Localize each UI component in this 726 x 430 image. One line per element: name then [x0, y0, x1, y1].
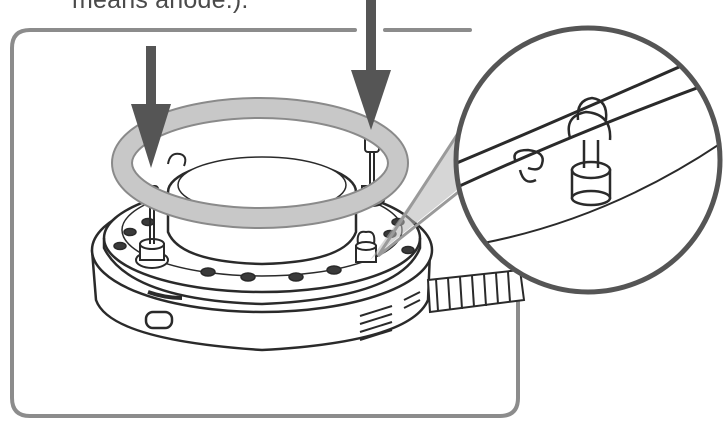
caption-text: means anode.).: [72, 0, 249, 14]
top-clip: [167, 152, 187, 167]
front-slot: [147, 290, 183, 300]
plate-holes: [113, 217, 415, 282]
power-switch: [144, 310, 174, 330]
cable: [426, 268, 526, 314]
clip-post: [355, 230, 377, 263]
right-arrow: [351, 0, 391, 130]
zoom-detail: [456, 28, 720, 292]
sensor-ring: [111, 97, 409, 229]
left-arrow: [131, 46, 171, 168]
frame-border: [10, 28, 520, 418]
zoom-circle: [453, 25, 723, 295]
side-vents: [359, 291, 421, 341]
